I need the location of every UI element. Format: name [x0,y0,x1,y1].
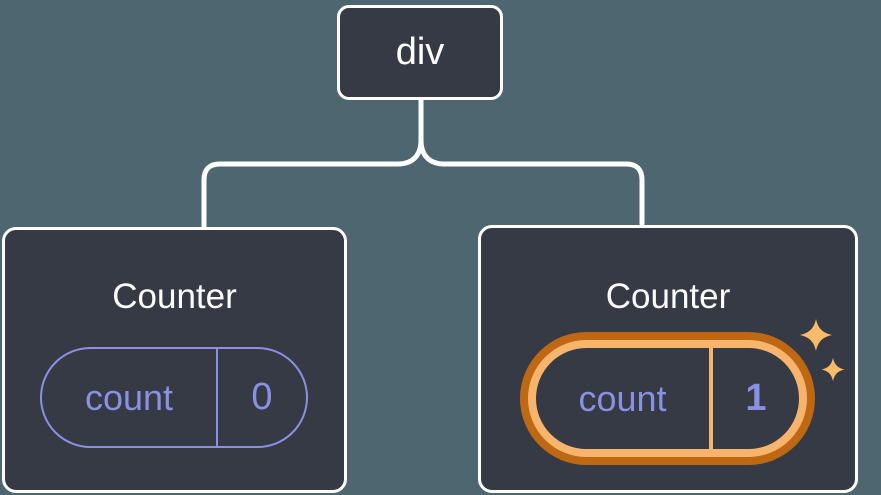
connector-branch-left [201,137,424,229]
root-node-label: div [395,31,445,73]
state-pill: count 0 [40,347,308,448]
sparkle-star-small-icon [821,358,845,381]
state-pill-divider [216,349,218,446]
state-value-label: 0 [251,376,273,418]
state-pill-divider [709,348,713,449]
state-value-label: 1 [745,377,767,419]
counter-node-left: Counter count 0 [2,227,347,493]
connector-branch-right [418,137,645,227]
counter-title: Counter [605,277,731,316]
root-node: div [337,5,503,100]
state-pill-highlighted: count 1 [528,340,807,457]
sparkle-star-large-icon [800,319,832,351]
counter-node-right: Counter count 1 [478,225,858,493]
state-key-label: count [578,377,667,419]
state-key-label: count [84,376,174,418]
counter-title: Counter [112,277,237,316]
